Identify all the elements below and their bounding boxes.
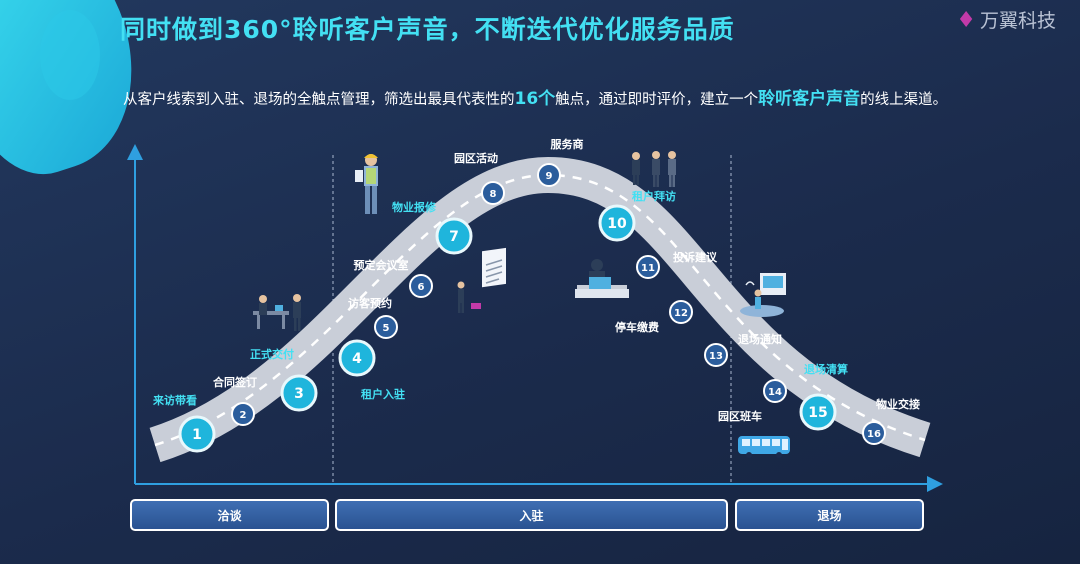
chart-board-icon (457, 247, 506, 313)
logo-icon: ♦ (956, 8, 976, 33)
touchpoint-node-9: 9 (537, 163, 561, 187)
touchpoint-circle-11 (636, 255, 660, 279)
touchpoint-number-1: 1 (192, 427, 202, 443)
visiting-people-icon (632, 151, 676, 187)
touchpoint-circle-8 (481, 181, 505, 205)
notification-screen-icon (740, 273, 786, 317)
touchpoint-label-5: 访客预约 (348, 296, 392, 310)
touchpoint-node-8: 8 (481, 181, 505, 205)
page-title: 同时做到360°聆听客户声音，不断迭代优化服务品质 (120, 15, 735, 44)
touchpoint-label-2: 合同签订 (213, 375, 257, 389)
touchpoint-number-8: 8 (490, 189, 497, 200)
touchpoint-circle-13 (704, 343, 728, 367)
touchpoint-number-13: 13 (709, 351, 723, 362)
subtitle-part-1: 从客户线索到入驻、退场的全触点管理，筛选出最具代表性的 (123, 92, 515, 108)
touchpoint-label-3: 正式交付 (250, 347, 294, 361)
touchpoint-circle-14 (763, 379, 787, 403)
touchpoint-node-5: 5 (374, 315, 398, 339)
subtitle-highlight-2: 聆听客户声音 (758, 89, 861, 109)
touchpoint-label-12: 停车缴费 (615, 320, 659, 334)
touchpoint-node-3: 3 (280, 374, 318, 412)
touchpoint-number-6: 6 (418, 282, 425, 293)
touchpoint-node-10: 10 (598, 204, 636, 242)
touchpoint-number-7: 7 (449, 229, 459, 245)
touchpoint-circle-4 (338, 339, 376, 377)
touchpoint-number-11: 11 (641, 263, 655, 274)
touchpoint-circle-2 (231, 402, 255, 426)
touchpoint-number-15: 15 (808, 405, 827, 421)
touchpoint-number-3: 3 (294, 386, 304, 402)
road-center-line (154, 173, 926, 447)
touchpoint-number-12: 12 (674, 308, 688, 319)
logo-text: 万翼科技 (979, 10, 1056, 32)
touchpoint-circle-6 (409, 274, 433, 298)
subtitle: 从客户线索到入驻、退场的全触点管理，筛选出最具代表性的16个触点，通过即时评价，… (123, 84, 947, 109)
worker-icon (355, 154, 378, 214)
touchpoint-label-8: 园区活动 (454, 151, 498, 165)
touchpoint-circle-12 (669, 300, 693, 324)
decorative-corner-shape-2 (40, 10, 100, 100)
touchpoint-label-16: 物业交接 (876, 397, 920, 411)
phase-stay: 入驻 (335, 499, 728, 531)
touchpoint-circle-9 (537, 163, 561, 187)
touchpoint-label-13: 退场通知 (738, 332, 782, 346)
handover-people-icon (253, 294, 301, 331)
touchpoint-node-2: 2 (231, 402, 255, 426)
subtitle-part-3: 的线上渠道。 (860, 92, 948, 108)
shuttle-bus-icon (738, 436, 790, 458)
phase-negotiation: 洽谈 (130, 499, 329, 531)
touchpoint-node-4: 4 (338, 339, 376, 377)
brand-logo: ♦万翼科技 (956, 6, 1056, 33)
touchpoint-number-16: 16 (867, 429, 881, 440)
touchpoint-node-14: 14 (763, 379, 787, 403)
touchpoint-number-4: 4 (352, 351, 362, 367)
touchpoint-circle-15 (799, 393, 837, 431)
phase-exit: 退场 (735, 499, 924, 531)
touchpoint-label-14: 退场清算 (804, 362, 848, 376)
touchpoint-number-14: 14 (768, 387, 782, 398)
touchpoint-circle-7 (435, 217, 473, 255)
touchpoint-node-1: 1 (178, 415, 216, 453)
touchpoint-circle-16 (862, 421, 886, 445)
touchpoint-label-4: 租户入驻 (361, 387, 405, 401)
touchpoint-label-9: 服务商 (551, 137, 584, 151)
touchpoint-label-6: 预定会议室 (354, 258, 409, 272)
touchpoint-label-7: 物业报修 (392, 200, 437, 214)
touchpoint-node-7: 7 (435, 217, 473, 255)
touchpoint-circle-10 (598, 204, 636, 242)
touchpoint-number-9: 9 (546, 171, 553, 182)
subtitle-highlight-1: 16个 (514, 89, 556, 109)
touchpoint-circle-1 (178, 415, 216, 453)
touchpoint-circle-3 (280, 374, 318, 412)
touchpoint-number-5: 5 (383, 323, 390, 334)
touchpoint-node-16: 16 (862, 421, 886, 445)
touchpoint-node-6: 6 (409, 274, 433, 298)
touchpoint-number-10: 10 (607, 216, 627, 232)
touchpoint-label-1: 来访带看 (152, 393, 197, 407)
touchpoint-circle-5 (374, 315, 398, 339)
customer-service-icon (575, 259, 629, 298)
touchpoint-node-11: 11 (636, 255, 660, 279)
subtitle-part-2: 触点，通过即时评价，建立一个 (555, 92, 759, 108)
touchpoint-label-11: 投诉建议 (673, 250, 718, 264)
touchpoint-label-10: 租户拜访 (632, 189, 676, 203)
touchpoint-node-15: 15 (799, 393, 837, 431)
touchpoint-number-2: 2 (240, 410, 247, 421)
touchpoint-node-13: 13 (704, 343, 728, 367)
touchpoint-node-12: 12 (669, 300, 693, 324)
touchpoint-label-15: 园区班车 (718, 409, 762, 423)
